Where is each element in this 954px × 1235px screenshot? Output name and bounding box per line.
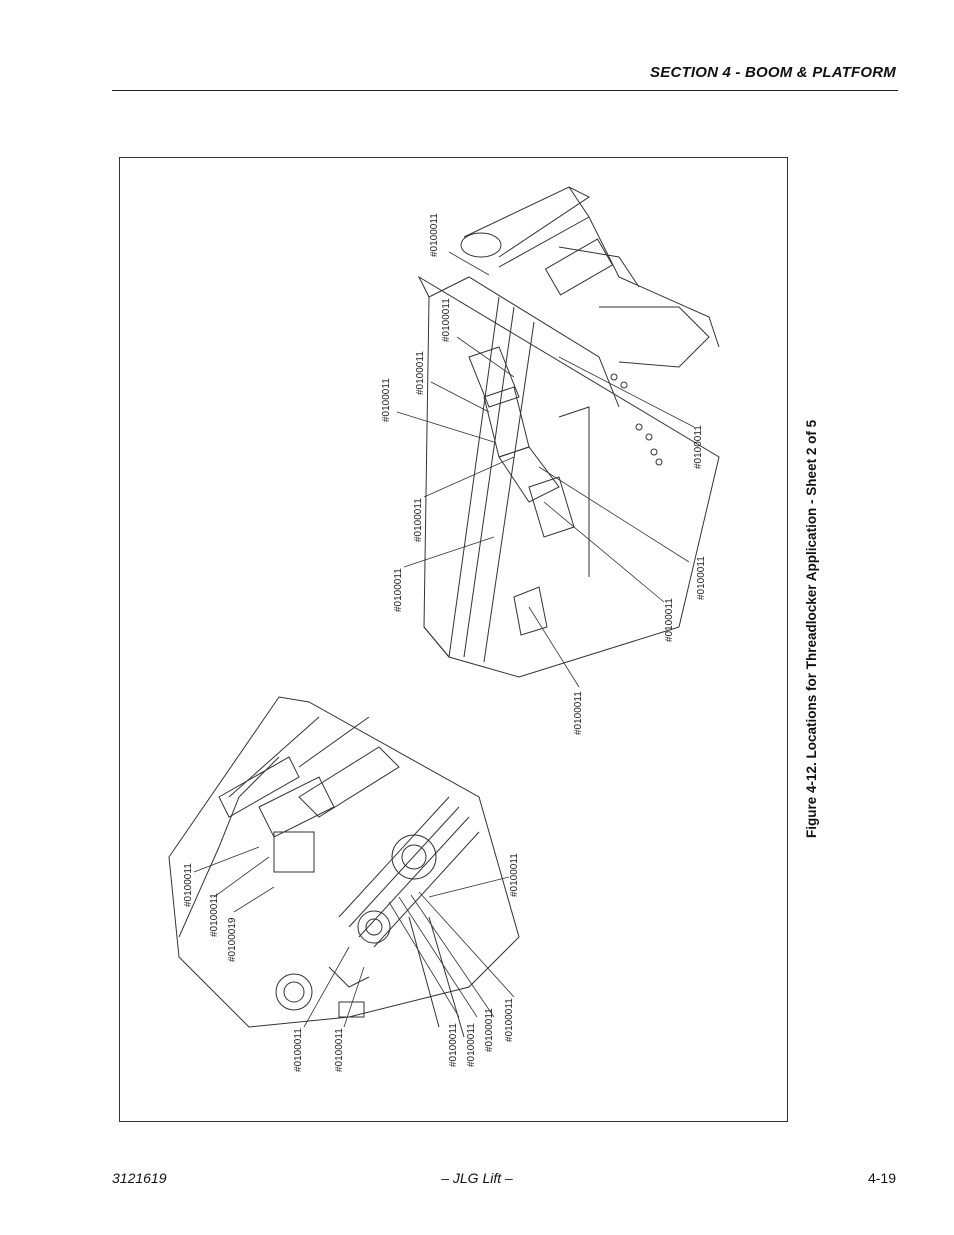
upper-callout-label: #0100011	[664, 598, 675, 642]
lower-callout-label: #0100011	[183, 863, 194, 907]
upper-callout-label: #0100011	[415, 351, 426, 395]
header-rule	[112, 90, 898, 91]
lower-callout-label: #0100011	[509, 853, 520, 897]
lower-callout-label: #0100011	[293, 1028, 304, 1072]
lower-boom-body	[168, 696, 520, 1028]
lower-callout-label: #0100011	[504, 998, 515, 1042]
footer-brand: – JLG Lift –	[441, 1170, 513, 1186]
lower-callout-label: #0100011	[448, 1023, 459, 1067]
upper-callout-label: #0100011	[573, 691, 584, 735]
upper-pivot-pin	[460, 232, 502, 258]
figure-frame	[119, 157, 788, 1122]
doc-number: 3121619	[112, 1170, 167, 1186]
page-number: 4-19	[867, 1170, 896, 1186]
section-title: SECTION 4 - BOOM & PLATFORM	[650, 64, 896, 81]
lower-pivot-eye	[275, 973, 313, 1011]
upper-callout-label: #0100011	[381, 378, 392, 422]
lower-callout-label: #0100019	[227, 917, 238, 962]
upper-callout-label: #0100011	[393, 568, 404, 612]
upper-boom-body	[417, 275, 720, 678]
lower-callout-label: #0100011	[209, 893, 220, 937]
lower-callout-label: #0100011	[334, 1028, 345, 1072]
boom-technical-drawing: #0100011 #0100011 #0100011 #0100011 #010…	[168, 186, 720, 1072]
lower-callout-label: #0100011	[466, 1023, 477, 1067]
upper-callout-label: #0100011	[696, 556, 707, 600]
upper-callout-label: #0100011	[693, 425, 704, 469]
upper-callout-label: #0100011	[413, 498, 424, 542]
figure-caption-text: Figure 4-12. Locations for Threadlocker …	[804, 419, 819, 838]
upper-callout-label: #0100011	[429, 213, 440, 257]
lower-callout-label: #0100011	[484, 1008, 495, 1052]
upper-callout-label: #0100011	[441, 298, 452, 342]
